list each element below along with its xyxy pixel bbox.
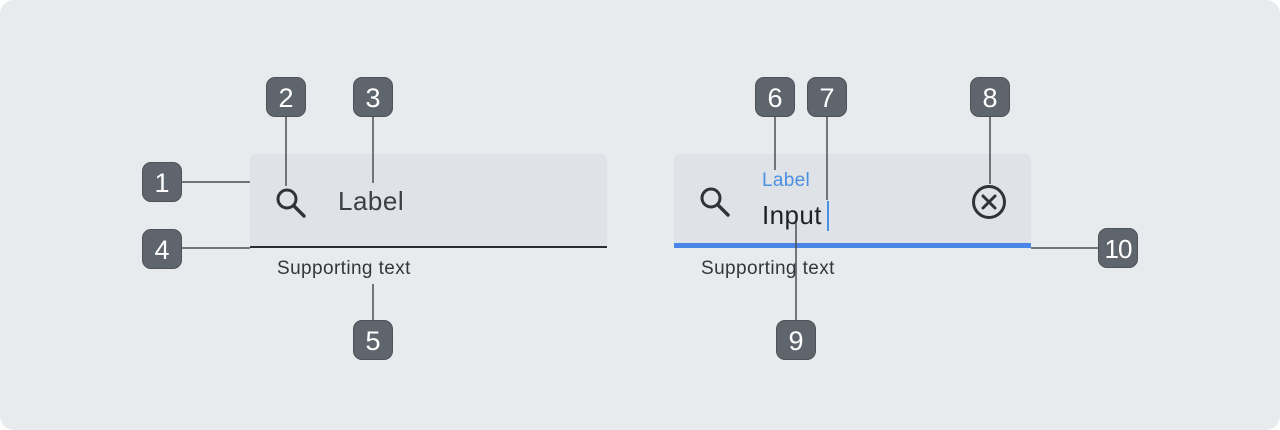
- clear-circle-icon[interactable]: [970, 183, 1008, 221]
- supporting-text: Supporting text: [701, 258, 835, 279]
- active-indicator-focused: [674, 243, 1031, 248]
- callout-badge-7: 7: [807, 77, 847, 117]
- supporting-text: Supporting text: [277, 258, 411, 279]
- callout-badge-5: 5: [353, 320, 393, 360]
- text-field-container-active[interactable]: [674, 154, 1031, 245]
- text-field-container-inactive[interactable]: [250, 154, 607, 247]
- callout-badge-6: 6: [755, 77, 795, 117]
- field-label: Label: [338, 186, 405, 216]
- callout-badge-8: 8: [970, 77, 1010, 117]
- callout-badge-9: 9: [776, 320, 816, 360]
- callout-badge-3: 3: [353, 77, 393, 117]
- input-text[interactable]: Input: [762, 200, 822, 230]
- floating-label: Label: [762, 170, 810, 191]
- active-indicator-inactive: [250, 246, 607, 248]
- callout-badge-2: 2: [266, 77, 306, 117]
- callout-badge-10: 10: [1098, 228, 1138, 268]
- search-icon: [276, 188, 306, 218]
- callout-badge-1: 1: [142, 162, 182, 202]
- text-caret: [827, 201, 829, 231]
- callout-badge-4: 4: [142, 229, 182, 269]
- search-icon: [700, 187, 730, 217]
